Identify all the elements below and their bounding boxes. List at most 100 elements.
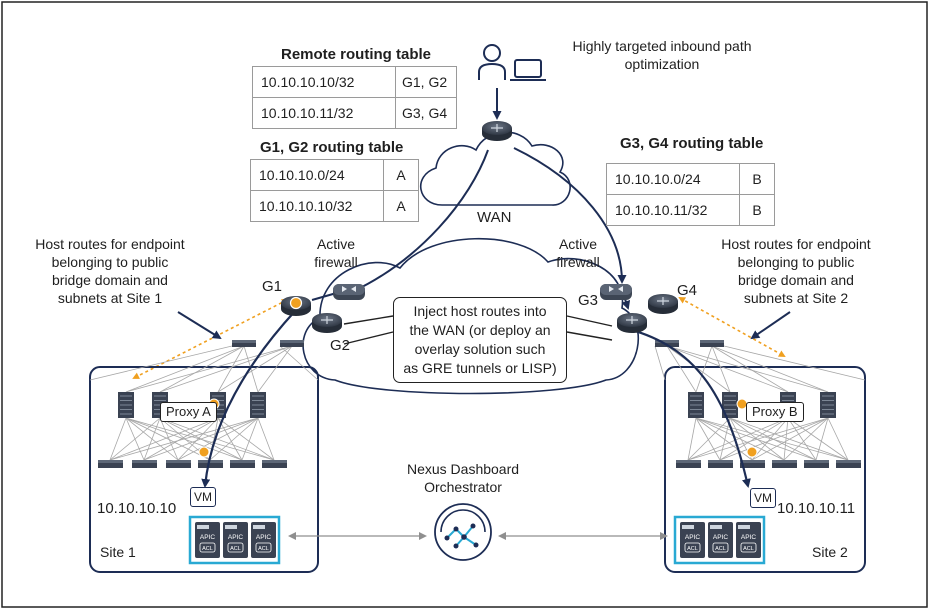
table-row: 10.10.10.11/32 B [606, 194, 775, 226]
site2-leaf-switch-icon [740, 460, 765, 468]
svg-text:ACL: ACL [743, 546, 754, 552]
active-firewall-left-line2: firewall [314, 254, 358, 270]
active-firewall-left-line1: Active [316, 236, 356, 252]
host-routes-site2-line2: belonging to public [737, 254, 855, 270]
inject-line4: as GRE tunnels or LISP) [403, 360, 557, 376]
apic-controller-icon: APIC ACL [251, 522, 276, 558]
site1-leaf-switch-icon [132, 460, 157, 468]
svg-text:APIC: APIC [256, 534, 271, 541]
inject-line2: the WAN (or deploy an [409, 322, 551, 338]
site2-spine-icon [688, 392, 704, 418]
site2-leaf-switch-icon [676, 460, 701, 468]
inbound-path-line1: Highly targeted inbound path [572, 38, 752, 54]
g4-label: G4 [677, 282, 698, 299]
host-routes-site1-line2: belonging to public [51, 254, 169, 270]
g1-highlight-icon [289, 296, 303, 310]
g34-routing-table: 10.10.10.0/24 B 10.10.10.11/32 B [606, 163, 775, 226]
table-row: 10.10.10.0/24 A [250, 159, 419, 191]
g3-label: G3 [578, 292, 599, 309]
site1-leaf-switch-icon [230, 460, 255, 468]
active-firewall-left-label: Active firewall [306, 235, 366, 271]
g2-label: G2 [330, 337, 351, 354]
site1-leaf-switch-icon [262, 460, 287, 468]
wan-cloud [419, 131, 571, 206]
wan-label: WAN [477, 209, 512, 226]
remote-table-title: Remote routing table [281, 46, 432, 63]
table-cell: 10.10.10.11/32 [606, 194, 740, 226]
site2-label: Site 2 [812, 544, 848, 560]
firewall-right-icon [600, 284, 632, 300]
svg-text:ACL: ACL [687, 546, 698, 552]
svg-text:APIC: APIC [228, 534, 243, 541]
proxy-a-label: Proxy A [160, 402, 217, 422]
table-cell: A [383, 159, 419, 191]
vm-site2[interactable]: VM [750, 488, 776, 508]
site1-spine-icon [250, 392, 266, 418]
site1-label: Site 1 [100, 544, 136, 560]
host-routes-site2-line3: bridge domain and [738, 272, 854, 288]
table-row: 10.10.10.11/32 G3, G4 [252, 97, 457, 129]
inject-host-routes-callout: Inject host routes into the WAN (or depl… [393, 297, 567, 383]
host-routes-site2-line1: Host routes for endpoint [721, 236, 871, 252]
endpoint-ip-site1: 10.10.10.10 [97, 500, 177, 517]
table-cell: 10.10.10.10/32 [252, 66, 396, 98]
site1-leaf-switch-icon [98, 460, 123, 468]
table-cell: 10.10.10.0/24 [250, 159, 384, 191]
host-routes-site2-text: Host routes for endpoint belonging to pu… [706, 235, 886, 307]
proxy-b-label: Proxy B [746, 402, 804, 422]
table-cell: 10.10.10.10/32 [250, 190, 384, 222]
svg-text:APIC: APIC [741, 534, 756, 541]
site1-leaf-switch-icon [198, 460, 223, 468]
orchestrator-label: Nexus Dashboard Orchestrator [393, 460, 533, 496]
apic-controller-icon: APIC ACL [195, 522, 220, 558]
table-cell: 10.10.10.11/32 [252, 97, 396, 129]
site2-leaf-switch-icon [804, 460, 829, 468]
active-firewall-right-line2: firewall [556, 254, 600, 270]
site1-box [89, 366, 319, 573]
wan-router-icon [482, 121, 512, 141]
orchestrator-icon [434, 503, 492, 561]
inject-line3: overlay solution such [414, 341, 546, 357]
g3-router-icon [617, 313, 647, 333]
site1-border-leaf-icon [232, 340, 256, 347]
table-row: 10.10.10.10/32 A [250, 190, 419, 222]
vm-site1[interactable]: VM [190, 487, 216, 507]
svg-text:ACL: ACL [258, 546, 269, 552]
host-routes-site1-line3: bridge domain and [52, 272, 168, 288]
host-routes-site1-line4: subnets at Site 1 [57, 290, 163, 306]
inject-line1: Inject host routes into [413, 303, 547, 319]
svg-text:APIC: APIC [713, 534, 728, 541]
host-routes-site1-line1: Host routes for endpoint [35, 236, 185, 252]
site2-leaf-switch-icon [772, 460, 797, 468]
orchestrator-line2: Orchestrator [424, 479, 502, 495]
table-row: 10.10.10.10/32 G1, G2 [252, 66, 457, 98]
site2-border-leaf-icon [700, 340, 724, 347]
svg-text:ACL: ACL [202, 546, 213, 552]
table-cell: B [739, 194, 775, 226]
table-cell: G1, G2 [395, 66, 457, 98]
active-firewall-right-label: Active firewall [548, 235, 608, 271]
g34-table-title: G3, G4 routing table [620, 135, 764, 152]
site1-border-leaf-icon [280, 340, 304, 347]
g12-routing-table: 10.10.10.0/24 A 10.10.10.10/32 A [250, 159, 419, 222]
g12-table-title: G1, G2 routing table [260, 139, 404, 156]
site1-leaf-switch-icon [166, 460, 191, 468]
table-cell: A [383, 190, 419, 222]
site2-border-leaf-icon [655, 340, 679, 347]
proxy-b-leaf-gear-icon [746, 446, 758, 458]
site1-spine-icon [118, 392, 134, 418]
site2-spine-icon [722, 392, 738, 418]
apic-controller-icon: APIC ACL [736, 522, 761, 558]
active-firewall-right-line1: Active [558, 236, 598, 252]
svg-text:ACL: ACL [715, 546, 726, 552]
proxy-a-leaf-gear-icon [198, 446, 210, 458]
svg-text:APIC: APIC [200, 534, 215, 541]
apic-controller-icon: APIC ACL [708, 522, 733, 558]
table-cell: B [739, 163, 775, 195]
table-cell: 10.10.10.0/24 [606, 163, 740, 195]
